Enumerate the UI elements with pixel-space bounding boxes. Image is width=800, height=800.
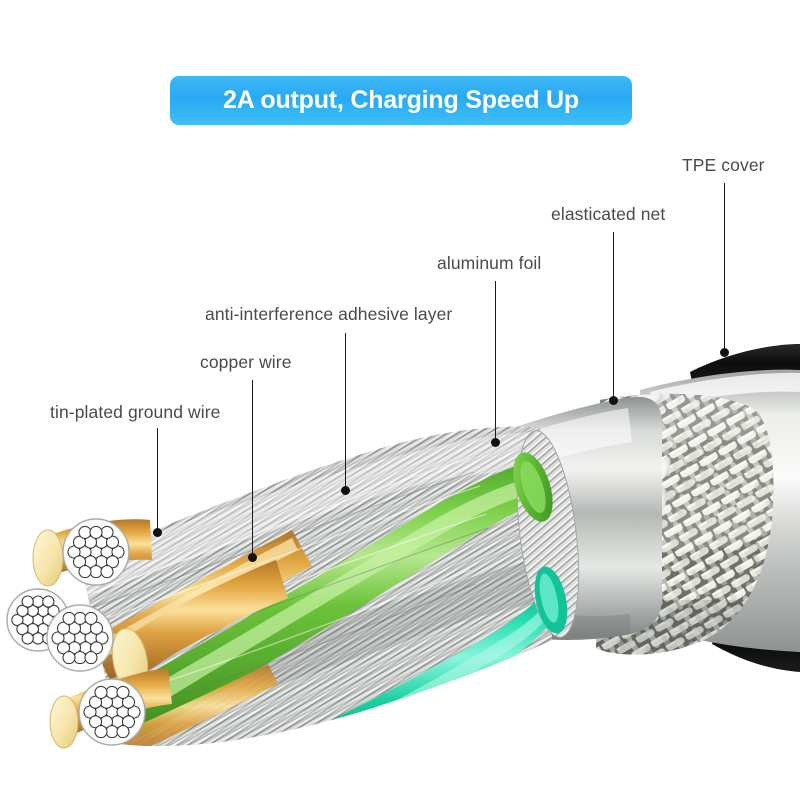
- callout-leader-tin-plated-ground-wire: [157, 428, 159, 532]
- tin-plated-ground-wire-bundles: [6, 518, 146, 746]
- callout-dot-tin-plated-ground-wire: [152, 527, 162, 537]
- green-conductor-end: [513, 452, 553, 522]
- green-highlight: [150, 480, 530, 702]
- callout-label-anti-interference-adhesive-layer: anti-interference adhesive layer: [205, 304, 453, 324]
- headline-banner-text: 2A output, Charging Speed Up: [223, 86, 579, 114]
- callout-label-copper-wire: copper wire: [200, 352, 292, 372]
- callout-label-tin-plated-ground-wire: tin-plated ground wire: [50, 402, 221, 422]
- callout-label-elasticated-net: elasticated net: [551, 204, 666, 224]
- callout-dot-anti-interference-adhesive-layer: [340, 485, 350, 495]
- callout-dot-aluminum-foil: [490, 437, 500, 447]
- callout-leader-copper-wire: [252, 380, 254, 557]
- callout-dot-copper-wire: [247, 552, 257, 562]
- callout-dot-tpe-cover: [719, 347, 729, 357]
- callout-leader-anti-interference-adhesive-layer: [345, 333, 347, 490]
- callout-label-tpe-cover: TPE cover: [682, 155, 765, 175]
- callout-label-aluminum-foil: aluminum foil: [437, 253, 542, 273]
- copper-strand-lower: [100, 664, 278, 747]
- callout-leader-aluminum-foil: [495, 281, 497, 442]
- headline-banner: 2A output, Charging Speed Up: [170, 76, 632, 125]
- callout-leader-elasticated-net: [613, 232, 615, 400]
- callout-dot-elasticated-net: [608, 395, 618, 405]
- teal-conductor-end: [534, 566, 568, 634]
- callout-leader-tpe-cover: [724, 183, 726, 352]
